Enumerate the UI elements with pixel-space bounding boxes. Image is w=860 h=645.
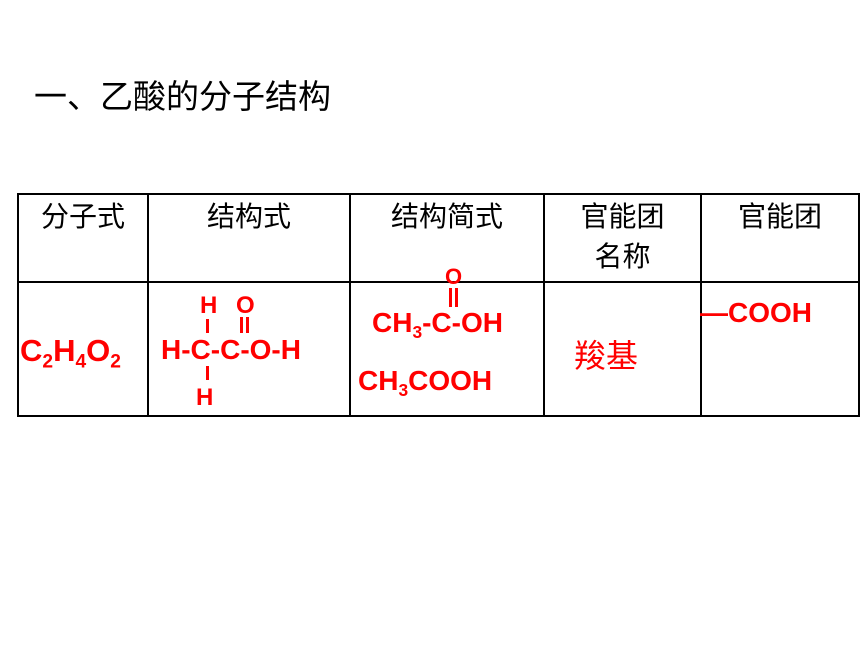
molecular-formula: C2H4O2 — [20, 333, 121, 373]
functional-group: —COOH — [700, 297, 812, 328]
structural-bottom-h: H — [196, 384, 214, 411]
structural-top-h: H — [200, 292, 218, 319]
structural-bond-ch-top — [206, 319, 209, 333]
functional-group-name: 羧基 — [574, 337, 639, 375]
header-functional-group: 官能团 — [737, 200, 822, 233]
table-border-mid — [17, 281, 860, 283]
table-col-divider-2 — [349, 193, 351, 417]
condensed-line1: CH3-C-OH — [372, 307, 503, 343]
table-border-top — [17, 193, 860, 195]
structural-bond-co-double-a — [240, 317, 243, 333]
condensed-line2: CH3COOH — [358, 365, 493, 401]
condensed-bond-co-double-b — [455, 288, 458, 307]
table-border-left — [17, 193, 19, 417]
header-functional-group-name-line1: 官能团 — [580, 200, 665, 233]
header-molecular-formula: 分子式 — [40, 200, 125, 233]
structural-top-o: O — [236, 292, 255, 319]
condensed-top-o: O — [445, 264, 463, 289]
table-border-right — [858, 193, 860, 417]
structural-bond-co-double-b — [246, 317, 249, 333]
condensed-bond-co-double-a — [449, 288, 452, 307]
table-col-divider-3 — [543, 193, 545, 417]
header-structural-formula: 结构式 — [206, 200, 291, 233]
structural-bond-ch-bottom — [206, 366, 209, 380]
page-title: 一、乙酸的分子结构 — [34, 77, 331, 116]
structural-main-chain: H-C-C-O-H — [161, 334, 301, 365]
header-functional-group-name-line2: 名称 — [594, 240, 651, 273]
table-col-divider-4 — [700, 193, 702, 417]
table-border-bottom — [17, 415, 860, 417]
header-condensed-formula: 结构简式 — [390, 200, 503, 233]
table-col-divider-1 — [147, 193, 149, 417]
